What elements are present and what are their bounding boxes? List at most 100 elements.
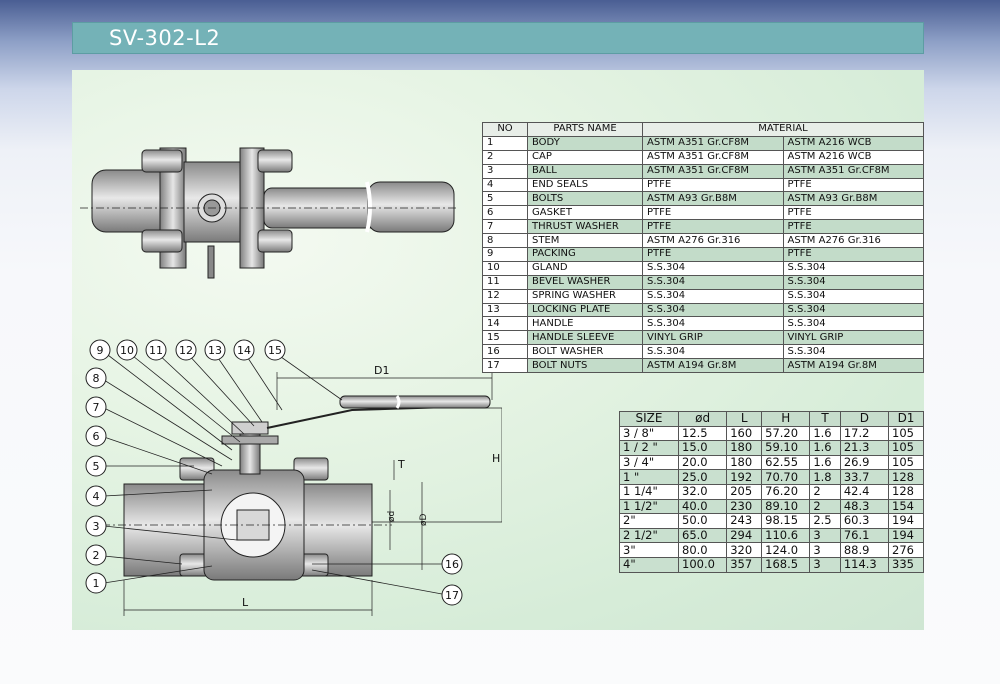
callout-7: 7 — [85, 396, 107, 418]
size-cell: 294 — [726, 527, 763, 544]
callout-4: 4 — [85, 485, 107, 507]
parts-cell-no: 11 — [482, 274, 528, 290]
top-view — [80, 147, 456, 279]
parts-cell-no: 3 — [482, 163, 528, 179]
size-cell: 1 1/4" — [619, 483, 679, 500]
svg-text:8: 8 — [93, 372, 100, 385]
size-header-cell: SIZE — [619, 411, 679, 427]
size-cell: 62.55 — [761, 454, 811, 471]
size-cell: 3 — [809, 527, 841, 544]
dim-d1: D1 — [374, 364, 389, 377]
parts-cell-name: BOLT NUTS — [527, 358, 643, 374]
size-cell: 1.6 — [809, 425, 841, 442]
size-header-cell: D1 — [888, 411, 924, 427]
parts-cell-m2: S.S.304 — [782, 288, 924, 304]
parts-cell-no: 8 — [482, 233, 528, 249]
callout-11: 11 — [145, 339, 167, 361]
size-cell: 88.9 — [839, 542, 890, 558]
parts-cell-m1: PTFE — [642, 219, 784, 235]
svg-text:16: 16 — [445, 558, 459, 571]
size-cell: 1 / 2 " — [619, 440, 679, 456]
parts-cell-m1: PTFE — [642, 205, 784, 221]
size-cell: 1.6 — [809, 454, 841, 471]
size-cell: 25.0 — [677, 469, 728, 485]
parts-cell-m1: S.S.304 — [642, 274, 784, 290]
svg-text:11: 11 — [149, 344, 163, 357]
dim-d: ød — [387, 511, 397, 522]
size-cell: 32.0 — [677, 483, 728, 500]
top-handle-grip — [367, 181, 455, 233]
size-cell: 180 — [726, 440, 763, 456]
parts-header-name: PARTS NAME — [527, 122, 643, 137]
parts-cell-m2: ASTM A216 WCB — [782, 135, 924, 151]
size-cell: 1.6 — [809, 440, 841, 456]
callout-16: 16 — [441, 553, 463, 575]
size-cell: 1 " — [619, 469, 679, 485]
size-cell: 168.5 — [761, 556, 811, 573]
parts-cell-name: CAP — [527, 149, 643, 165]
size-cell: 105 — [888, 425, 924, 442]
size-cell: 50.0 — [677, 513, 728, 529]
size-cell: 276 — [888, 542, 924, 558]
size-cell: 2.5 — [809, 513, 841, 529]
size-cell: 357 — [726, 556, 763, 573]
size-cell: 76.20 — [761, 483, 811, 500]
parts-cell-m2: ASTM A216 WCB — [782, 149, 924, 165]
section-handle — [266, 405, 483, 429]
callout-17: 17 — [441, 584, 463, 606]
size-cell: 70.70 — [761, 469, 811, 485]
dim-D: øD — [419, 513, 429, 526]
size-header-cell: T — [809, 411, 841, 427]
callout-8: 8 — [85, 367, 107, 389]
parts-cell-m2: ASTM A93 Gr.B8M — [782, 191, 924, 207]
size-cell: 194 — [888, 527, 924, 544]
parts-cell-m2: ASTM A276 Gr.316 — [782, 233, 924, 249]
size-cell: 105 — [888, 454, 924, 471]
svg-text:2: 2 — [93, 549, 100, 562]
size-cell: 3" — [619, 542, 679, 558]
parts-cell-m1: S.S.304 — [642, 316, 784, 332]
size-cell: 60.3 — [839, 513, 890, 529]
svg-text:9: 9 — [97, 344, 104, 357]
size-cell: 110.6 — [761, 527, 811, 544]
size-cell: 154 — [888, 498, 924, 515]
size-cell: 194 — [888, 513, 924, 529]
title-bar: SV-302-L2 — [72, 22, 924, 54]
parts-cell-no: 17 — [482, 358, 528, 374]
parts-cell-m2: S.S.304 — [782, 260, 924, 276]
page-title: SV-302-L2 — [109, 26, 221, 50]
svg-text:5: 5 — [93, 460, 100, 473]
parts-cell-m1: VINYL GRIP — [642, 330, 784, 346]
dim-l: L — [242, 596, 249, 609]
size-cell: 124.0 — [761, 542, 811, 558]
size-cell: 128 — [888, 483, 924, 500]
dim-h: H — [492, 452, 500, 465]
size-cell: 40.0 — [677, 498, 728, 515]
parts-cell-m2: PTFE — [782, 247, 924, 262]
parts-cell-name: SPRING WASHER — [527, 288, 643, 304]
size-cell: 80.0 — [677, 542, 728, 558]
size-cell: 57.20 — [761, 425, 811, 442]
size-cell: 76.1 — [839, 527, 890, 544]
parts-header-no: NO — [482, 122, 528, 137]
size-cell: 3 / 4" — [619, 454, 679, 471]
size-cell: 192 — [726, 469, 763, 485]
parts-cell-no: 16 — [482, 344, 528, 360]
parts-cell-m2: ASTM A194 Gr.8M — [782, 358, 924, 374]
parts-cell-m1: S.S.304 — [642, 260, 784, 276]
svg-text:14: 14 — [237, 344, 251, 357]
